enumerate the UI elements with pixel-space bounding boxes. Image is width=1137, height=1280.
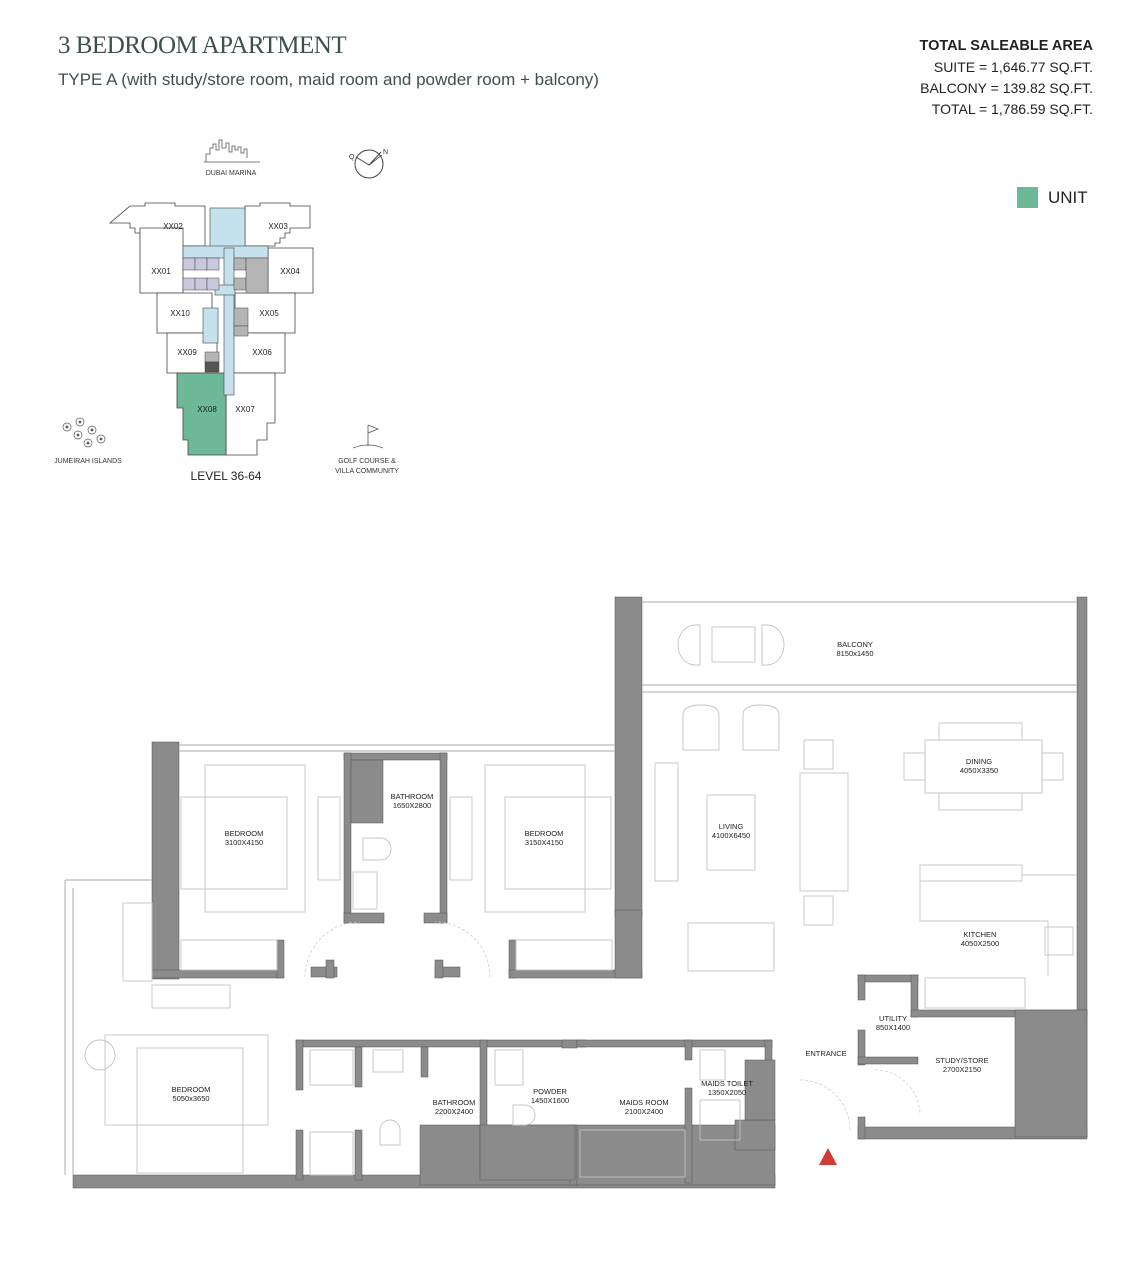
level-label: LEVEL 36-64 [191, 469, 262, 483]
room-study-dims: 2700X2150 [943, 1065, 981, 1074]
svg-text:XX05: XX05 [259, 309, 279, 318]
room-powder-name: POWDER [533, 1087, 567, 1096]
room-kitchen-name: KITCHEN [964, 930, 997, 939]
room-bathroom1-name: BATHROOM [391, 792, 434, 801]
dubai-marina-label: DUBAI MARINA [206, 170, 257, 177]
room-utility-dims: 850X1400 [876, 1023, 910, 1032]
entrance-marker-icon [819, 1148, 837, 1165]
room-living-name: LIVING [719, 822, 744, 831]
room-study-name: STUDY/STORE [935, 1056, 988, 1065]
dubai-marina-skyline-icon [204, 139, 260, 163]
golf-flag-icon [352, 424, 384, 449]
compass-icon: Q N [349, 149, 388, 179]
svg-text:XX09: XX09 [177, 348, 197, 357]
furniture [84, 624, 1077, 1178]
area-summary: TOTAL SALEABLE AREA SUITE = 1,646.77 SQ.… [920, 36, 1093, 120]
unit-xx07 [225, 372, 276, 456]
page-title: 3 BEDROOM APARTMENT [58, 32, 347, 59]
page-subtitle: TYPE A (with study/store room, maid room… [58, 70, 599, 89]
room-dining-name: DINING [966, 757, 992, 766]
svg-text:XX07: XX07 [235, 405, 255, 414]
jumeirah-islands-label: JUMEIRAH ISLANDS [54, 458, 122, 465]
svg-text:XX01: XX01 [151, 267, 171, 276]
svg-text:XX02: XX02 [163, 222, 183, 231]
room-maids-name: MAIDS ROOM [619, 1098, 668, 1107]
unit-xx08-highlighted [176, 372, 227, 456]
room-living-dims: 4100X6450 [712, 831, 750, 840]
room-balcony-dims: 8150x1450 [836, 649, 873, 658]
area-suite: SUITE = 1,646.77 SQ.FT. [933, 59, 1093, 75]
room-kitchen-dims: 4050X2500 [961, 939, 999, 948]
area-heading: TOTAL SALEABLE AREA [919, 38, 1093, 54]
room-bedroom1-name: BEDROOM [225, 829, 264, 838]
legend: UNIT [1017, 187, 1088, 208]
room-entrance-name: ENTRANCE [805, 1049, 846, 1058]
room-maids-toilet-dims: 1350X2050 [708, 1088, 746, 1097]
unit-xx03 [244, 202, 311, 247]
golf-label-line1: GOLF COURSE & [338, 458, 396, 465]
svg-text:XX06: XX06 [252, 348, 272, 357]
room-maids-toilet-name: MAIDS TOILET [701, 1079, 753, 1088]
room-dining-dims: 4050X3350 [960, 766, 998, 775]
room-bathroom2-dims: 2200X2400 [435, 1107, 473, 1116]
golf-label-line2: VILLA COMMUNITY [335, 468, 399, 475]
room-bathroom1-dims: 1650X2800 [393, 801, 431, 810]
svg-text:XX08: XX08 [197, 405, 217, 414]
room-bedroom2-dims: 3150X4150 [525, 838, 563, 847]
key-plan: DUBAI MARINA Q N [54, 139, 399, 483]
unit-swatch-icon [1017, 187, 1038, 208]
room-balcony-name: BALCONY [837, 640, 873, 649]
area-total: TOTAL = 1,786.59 SQ.FT. [931, 101, 1093, 117]
floor-plan: BALCONY 8150x1450 LIVING 4100X6450 DININ… [64, 596, 1088, 1189]
unit-xx01 [139, 227, 184, 294]
svg-text:Q: Q [349, 154, 355, 161]
walls [72, 596, 1088, 1189]
jumeirah-islands-icon [62, 417, 106, 448]
svg-text:XX03: XX03 [268, 222, 288, 231]
svg-text:XX04: XX04 [280, 267, 300, 276]
room-utility-name: UTILITY [879, 1014, 907, 1023]
room-powder-dims: 1450X1600 [531, 1096, 569, 1105]
area-balcony: BALCONY = 139.82 SQ.FT. [920, 80, 1093, 96]
room-bathroom2-name: BATHROOM [433, 1098, 476, 1107]
room-bedroom1-dims: 3100X4150 [225, 838, 263, 847]
room-maids-dims: 2100X2400 [625, 1107, 663, 1116]
room-bedroom2-name: BEDROOM [525, 829, 564, 838]
svg-text:XX10: XX10 [170, 309, 190, 318]
room-bedroom3-dims: 5050x3650 [172, 1094, 209, 1103]
room-bedroom3-name: BEDROOM [172, 1085, 211, 1094]
legend-label: UNIT [1048, 187, 1088, 207]
svg-text:N: N [383, 149, 388, 156]
